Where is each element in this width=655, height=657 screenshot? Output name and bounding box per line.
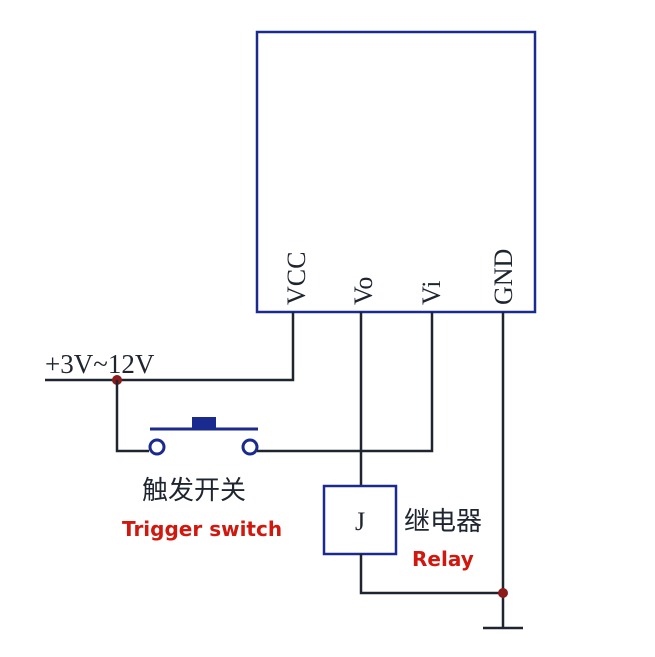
pin-label-gnd: GND bbox=[489, 249, 518, 305]
switch-label-en: Trigger switch bbox=[122, 517, 282, 541]
module-box bbox=[255, 30, 537, 314]
relay-box bbox=[322, 484, 398, 556]
switch-label-cn: 触发开关 bbox=[142, 476, 246, 506]
vcc-wire bbox=[45, 312, 295, 382]
switch-button-cap bbox=[192, 417, 216, 429]
pin-label-vcc: VCC bbox=[282, 252, 311, 305]
relay-ground-wire bbox=[359, 554, 503, 595]
relay-symbol: J bbox=[355, 507, 365, 536]
pin-label-vi: Vi bbox=[417, 281, 446, 305]
switch-right-terminal bbox=[241, 438, 259, 456]
pin-label-vo: Vo bbox=[349, 277, 378, 305]
ground-junction bbox=[498, 588, 508, 598]
supply-label: +3V~12V bbox=[45, 349, 155, 379]
relay-label-en: Relay bbox=[412, 547, 474, 571]
vi-wire bbox=[257, 312, 434, 453]
switch-left-terminal bbox=[148, 438, 166, 456]
relay-label-cn: 继电器 bbox=[404, 507, 482, 537]
trigger-switch bbox=[148, 417, 259, 456]
switch-left-wire bbox=[115, 380, 149, 453]
